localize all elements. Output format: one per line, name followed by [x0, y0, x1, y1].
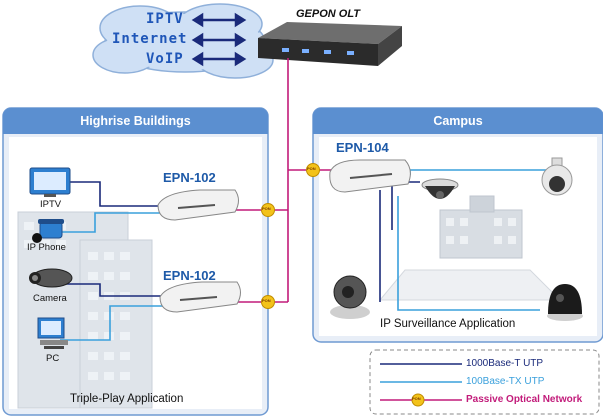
ip-phone-label: IP Phone	[27, 242, 66, 253]
box-camera-icon	[330, 275, 370, 319]
epn-device-top	[157, 189, 239, 221]
pc-label: PC	[46, 353, 60, 364]
cloud-arrows	[191, 12, 247, 67]
pc-icon	[37, 317, 68, 349]
olt-title: GEPON OLT	[296, 8, 360, 20]
dome-camera-icon	[421, 178, 459, 199]
pon-badges	[261, 163, 320, 309]
pon-badge-label-legend: PON	[412, 396, 421, 401]
campus-building	[378, 195, 562, 301]
camera-icon	[29, 268, 73, 288]
legend-box	[369, 349, 600, 415]
epn-campus-label: EPN-104	[336, 140, 389, 155]
epn-device-bottom	[159, 281, 241, 313]
tv-icon	[29, 167, 71, 197]
pon-badge-label-top: PON	[262, 206, 271, 211]
campus-panel-title: Campus	[433, 114, 483, 128]
olt-device	[258, 22, 402, 66]
pon-badge-label-bottom: PON	[262, 298, 271, 303]
cube-camera-icon	[547, 284, 583, 321]
cloud-label-voip: VoIP	[146, 51, 184, 67]
epn-top-label: EPN-102	[163, 170, 216, 185]
legend-label-gigabit: 1000Base-T UTP	[466, 358, 544, 369]
legend-label-pon: Passive Optical Network	[466, 394, 583, 405]
epn-device-campus	[329, 159, 411, 193]
legend-label-fast-ethernet: 100Base-TX UTP	[466, 376, 545, 387]
campus-caption: IP Surveillance Application	[380, 318, 516, 330]
cloud-label-iptv: IPTV	[146, 11, 184, 27]
highrise-caption: Triple-Play Application	[70, 393, 184, 405]
ip-phone-icon	[32, 219, 64, 243]
ptz-camera-icon	[541, 157, 573, 196]
epn-bottom-label: EPN-102	[163, 268, 216, 283]
camera-label: Camera	[33, 293, 67, 304]
iptv-label: IPTV	[40, 199, 62, 210]
cloud-label-internet: Internet	[112, 31, 188, 47]
highrise-panel-title: Highrise Buildings	[80, 114, 191, 128]
pon-badge-label-campus: PON	[307, 166, 316, 171]
